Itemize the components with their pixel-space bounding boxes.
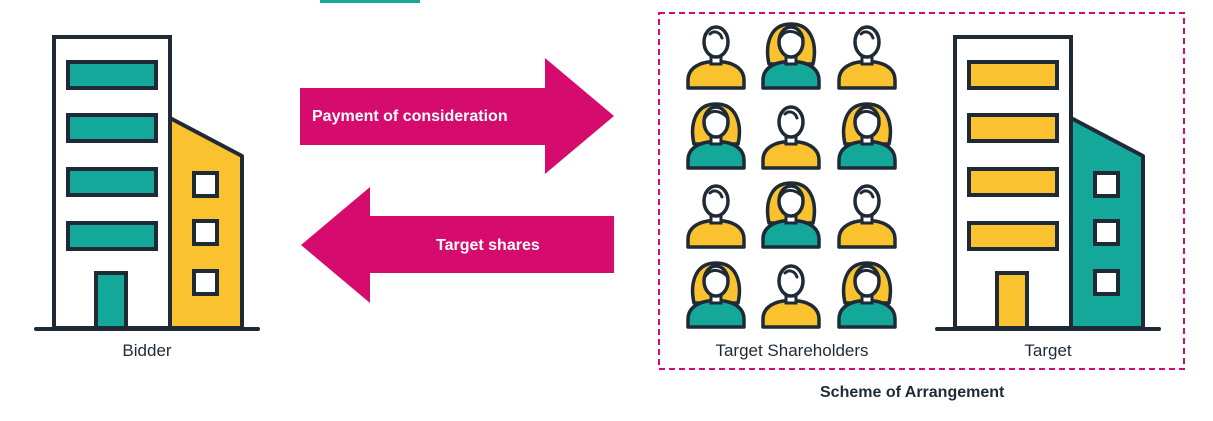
target-window-bar — [967, 221, 1059, 251]
bidder-window-bar — [66, 113, 158, 143]
shareholders-label: Target Shareholders — [715, 341, 869, 360]
shareholder-male-icon — [686, 25, 746, 90]
target-wing-window — [1093, 171, 1120, 198]
shareholder-male-icon — [761, 105, 821, 170]
bidder-label: Bidder — [122, 341, 172, 360]
target-window-bar — [967, 167, 1059, 197]
target-door — [995, 271, 1029, 330]
bidder-wing-window — [192, 219, 219, 246]
shareholder-male-icon — [837, 25, 897, 90]
shareholder-female-icon — [837, 261, 897, 329]
shares-arrow-label: Target shares — [436, 237, 540, 254]
target-window-bar — [967, 113, 1059, 143]
scheme-label: Scheme of Arrangement — [820, 384, 1005, 401]
bidder-window-bar — [66, 221, 158, 251]
shareholder-female-icon — [686, 261, 746, 329]
shareholder-male-icon — [686, 184, 746, 249]
target-window-bar — [967, 60, 1059, 90]
shareholder-female-icon — [686, 102, 746, 170]
bidder-window-bar — [66, 167, 158, 197]
target-label: Target — [1024, 341, 1072, 360]
target-wing-window — [1093, 219, 1120, 246]
shareholder-female-icon — [837, 102, 897, 170]
shareholders-grid — [686, 22, 897, 329]
shareholder-female-icon — [761, 22, 821, 90]
shareholder-female-icon — [761, 181, 821, 249]
target-wing-window — [1093, 269, 1120, 296]
shares-arrow — [301, 187, 614, 303]
shareholder-male-icon — [837, 184, 897, 249]
bidder-wing-window — [192, 171, 219, 198]
payment-arrow-label: Payment of consideration — [312, 108, 508, 125]
target-building — [935, 35, 1161, 331]
payment-arrow — [300, 58, 614, 174]
bidder-building — [34, 35, 260, 331]
bidder-door — [94, 271, 128, 330]
clipped-heading-fragment — [320, 0, 420, 3]
bidder-wing-window — [192, 269, 219, 296]
scheme-boundary-box — [658, 12, 1185, 370]
shareholder-male-icon — [761, 264, 821, 329]
bidder-window-bar — [66, 60, 158, 90]
